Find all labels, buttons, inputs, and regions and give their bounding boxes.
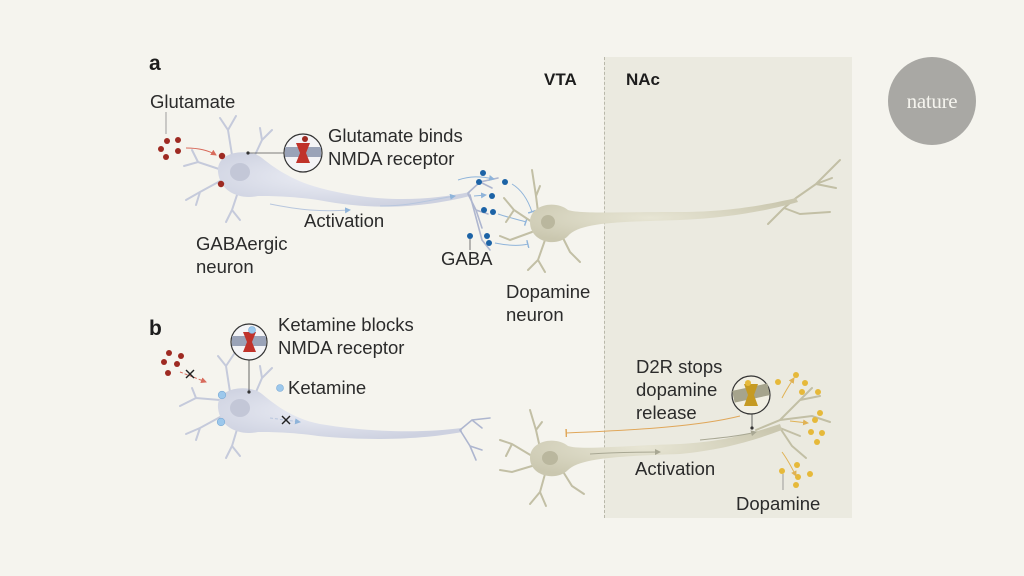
d2r-receptor-inset [731, 375, 771, 430]
nmda-receptor-inset-a [246, 133, 323, 173]
panel-a-letter: a [149, 52, 161, 75]
label-dopamine: Dopamine [736, 493, 821, 514]
label-dopamine-neuron-1: Dopamine [506, 281, 591, 302]
panel-b-letter: b [149, 317, 162, 340]
panel-a-gaba-neuron [183, 115, 499, 251]
label-d2r-stops: D2R stops [636, 356, 723, 377]
gaba-molecules [467, 170, 508, 246]
panel-b-glutamate-molecules [161, 350, 184, 376]
panel-b-dopamine-neuron [499, 387, 831, 507]
panel-a-dopamine-neuron [499, 159, 841, 273]
label-gaba: GABA [441, 248, 493, 269]
label-activation-b: Activation [635, 458, 716, 479]
label-ketamine: Ketamine [288, 377, 367, 398]
glutamate-arrow [185, 147, 217, 156]
nature-logo-text: nature [906, 88, 958, 113]
label-glutamate: Glutamate [150, 91, 236, 112]
panel-b-gaba-neuron [179, 353, 491, 461]
ketamine-molecules [216, 384, 284, 427]
region-label-vta: VTA [544, 70, 577, 89]
blocked-activation-x-icon [281, 415, 291, 425]
label-gabaergic: GABAergic [196, 233, 288, 254]
label-neuron-a: neuron [196, 256, 254, 277]
region-label-nac: NAc [626, 70, 661, 89]
vta-nac-divider [604, 57, 605, 518]
label-ketamine-blocks: Ketamine blocks [278, 314, 414, 335]
nmda-receptor-inset-b [230, 323, 268, 394]
label-nmda-receptor-b: NMDA receptor [278, 337, 405, 358]
label-activation-a: Activation [304, 210, 385, 231]
glutamate-molecules [158, 137, 226, 188]
dopamine-molecules [775, 372, 825, 488]
label-glutamate-binds: Glutamate binds [328, 125, 463, 146]
label-dopamine-neuron-2: neuron [506, 304, 564, 325]
label-d2r-dopamine: dopamine [636, 379, 718, 400]
nature-logo: nature [888, 57, 976, 145]
blocked-x-icon [185, 369, 195, 379]
label-d2r-release: release [636, 402, 697, 423]
label-nmda-receptor-a: NMDA receptor [328, 148, 455, 169]
